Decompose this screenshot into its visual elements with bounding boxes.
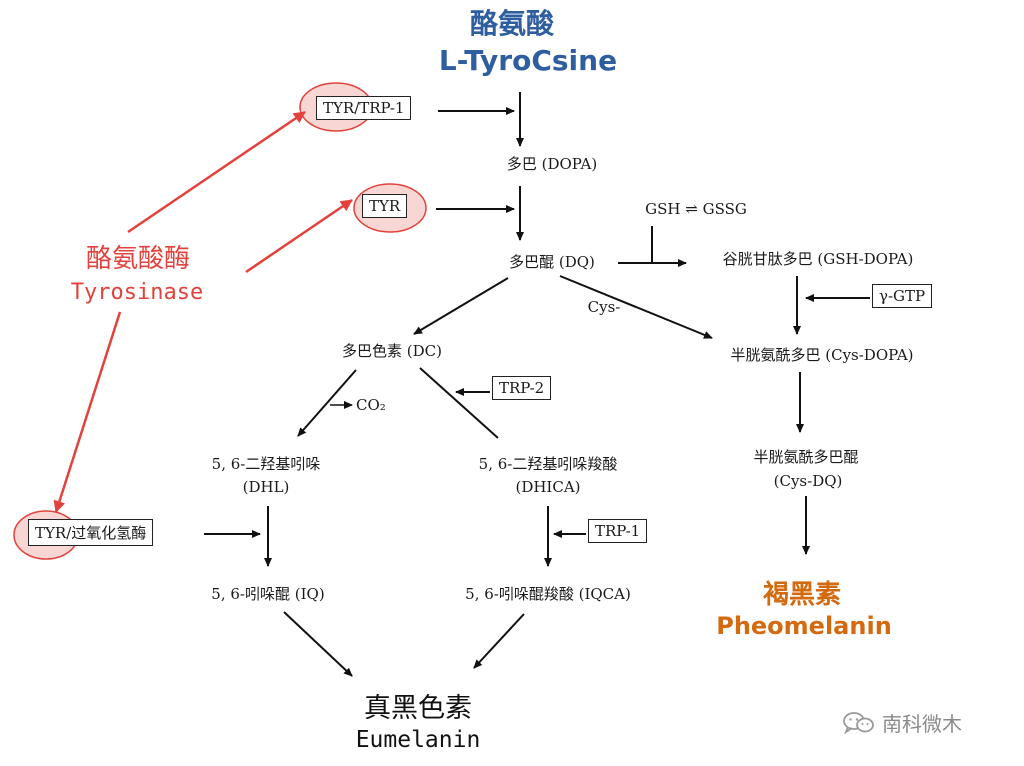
node-dhica-name: 5, 6-二羟基吲哚羧酸 [478,455,618,473]
watermark-text: 南科微木 [882,712,962,736]
red-arrow-to-tyr-trp1 [127,110,306,234]
arrow-dq-to-cys-dopa [559,275,713,339]
enzyme-box-trp1: TRP-1 [588,519,648,543]
enzyme-box-tyr-trp1: TYR/TRP-1 [316,96,412,120]
enzyme-box-tyr-peroxidase: TYR/过氧化氢酶 [28,519,154,546]
tyrosine-title-zh: 酪氨酸 [469,7,555,40]
enzyme-box-trp2: TRP-2 [492,376,552,400]
eumelanin-zh: 真黑色素 [364,693,472,724]
pheomelanin-en: Pheomelanin [716,612,892,640]
wechat-icon [843,711,874,734]
node-dopa: 多巴 (DOPA) [506,155,598,173]
arrow-iqca-to-eumelanin [473,613,525,669]
node-dhica-abbr: (DHICA) [515,478,581,496]
arrow-iq-to-eumelanin [283,611,353,677]
arrow-dc-to-dhica [419,367,499,439]
node-iqca: 5, 6-吲哚醌羧酸 (IQCA) [465,585,631,603]
enzyme-box-gamma-gtp: γ-GTP [872,284,933,308]
tyrosine-title-en: L-TyroCsine [438,44,618,77]
node-co2: CO₂ [356,396,386,414]
node-gsh-gssg: GSH ⇌ GSSG [645,200,747,218]
red-arrow-to-tyr-peroxidase [53,311,122,513]
node-gsh-dopa: 谷胱甘肽多巴 (GSH-DOPA) [722,250,914,268]
node-dc: 多巴色素 (DC) [342,342,442,360]
pheomelanin-zh: 褐黑素 [762,580,842,610]
tyrosinase-label-zh: 酪氨酸酶 [85,244,191,274]
enzyme-box-tyr: TYR [362,194,408,218]
node-cys-dq-name: 半胱氨酰多巴醌 [753,448,859,466]
red-arrow-to-tyr [245,198,353,274]
node-dq: 多巴醌 (DQ) [509,253,595,271]
node-dhi-name: 5, 6-二羟基吲哚 [211,455,321,473]
eumelanin-en: Eumelanin [355,727,481,753]
node-cys: Cys- [587,298,621,316]
arrow-dq-to-dc [413,277,509,335]
arrow-dc-to-dhi [297,369,357,437]
node-cys-dq-abbr: (Cys-DQ) [773,472,843,490]
node-iq: 5, 6-吲哚醌 (IQ) [211,585,325,603]
tyrosinase-label-en: Tyrosinase [70,280,204,305]
watermark: 南科微木 [842,708,962,737]
node-cys-dopa: 半胱氨酰多巴 (Cys-DOPA) [730,346,914,364]
node-dhi-abbr: (DHL) [242,478,290,496]
